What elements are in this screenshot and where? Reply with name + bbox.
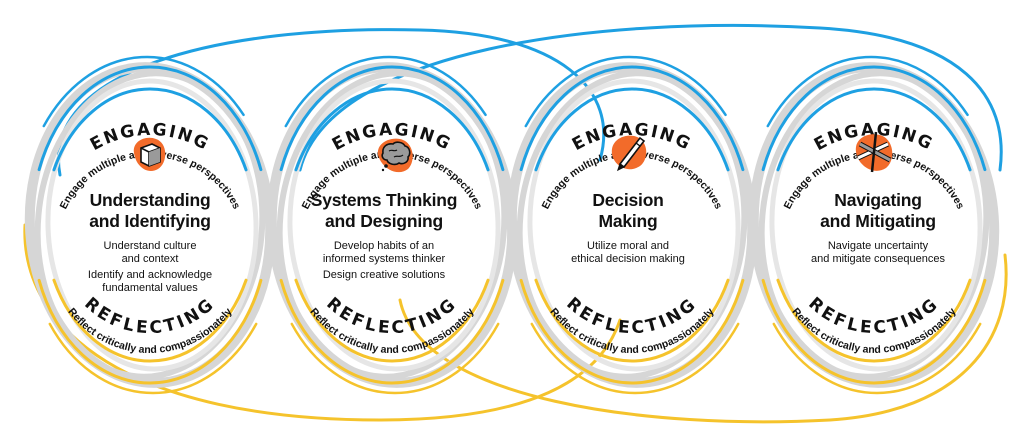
title-line: Making (598, 211, 658, 231)
module-navigating-panel: Navigating and Mitigating Navigate uncer… (778, 190, 978, 266)
ring-blue-arc (42, 55, 245, 128)
point-line: Utilize moral and (587, 240, 669, 252)
point-line: and mitigate consequences (811, 253, 945, 265)
ring-gray-stroke (34, 70, 266, 380)
point-line: informed systems thinker (322, 253, 446, 265)
point-line: Develop habits of an (333, 240, 435, 252)
pen-icon (606, 128, 652, 174)
point-line: and context (121, 253, 179, 265)
ring-yellow-arc (294, 278, 490, 363)
ring-blue-arc (534, 87, 730, 172)
ring-gray-stroke (276, 70, 508, 380)
ring-blue-arc (524, 55, 727, 128)
module-understanding-panel: Understanding and Identifying Understand… (50, 190, 250, 295)
ring-gray-stroke (758, 70, 990, 380)
point: Understand culture and context (50, 240, 250, 266)
title-line: and Identifying (89, 211, 211, 231)
point-line: Identify and acknowledge (87, 269, 213, 281)
module-title: Navigating and Mitigating (778, 190, 978, 232)
point-line: Design creative solutions (322, 269, 446, 281)
ring-yellow-arc (519, 278, 745, 385)
ring-yellow-arc (52, 278, 248, 363)
title-line: Decision (592, 190, 664, 210)
ring-gray-stroke (769, 78, 983, 372)
ring-yellow-arc (530, 322, 740, 395)
ring-yellow-arc (37, 278, 263, 385)
module-title: Decision Making (528, 190, 728, 232)
ring-blue-arc (761, 65, 987, 172)
point: Develop habits of an informed systems th… (284, 240, 484, 266)
ring-blue-arc (279, 65, 505, 172)
ring-blue-arc (284, 55, 487, 128)
title-line: Systems Thinking (310, 190, 458, 210)
module-systems-panel: Systems Thinking and Designing Develop h… (284, 190, 484, 282)
ring-blue-arc (519, 65, 745, 172)
ring-yellow-arc (776, 278, 972, 363)
module-decision-panel: Decision Making Utilize moral and ethica… (528, 190, 728, 266)
title-line: Navigating (834, 190, 922, 210)
point-line: ethical decision making (571, 253, 685, 265)
point: Identify and acknowledge fundamental val… (50, 269, 250, 295)
point: Utilize moral and ethical decision makin… (528, 240, 728, 266)
cube-icon (128, 133, 170, 175)
point-line: fundamental values (102, 282, 198, 294)
ring-yellow-arc (534, 278, 730, 363)
ring-blue-arc (37, 65, 263, 172)
ring-yellow-arc (279, 278, 505, 385)
ring-blue-arc (52, 87, 248, 172)
ring-gray-stroke (287, 78, 501, 372)
ring-yellow-arc (48, 322, 258, 395)
ring-gray-stroke (45, 78, 259, 372)
point: Design creative solutions (284, 269, 484, 282)
arrows-icon (850, 128, 898, 176)
point: Navigate uncertainty and mitigate conseq… (778, 240, 978, 266)
ring-yellow-arc (772, 322, 982, 395)
module-title: Systems Thinking and Designing (284, 190, 484, 232)
ring-yellow-arc (290, 322, 500, 395)
ring-blue-arc (776, 87, 972, 172)
brain-icon (374, 133, 418, 177)
title-line: and Designing (325, 211, 443, 231)
ring-gray-stroke (516, 70, 748, 380)
module-title: Understanding and Identifying (50, 190, 250, 232)
ring-blue-arc (294, 87, 490, 172)
point-line: Navigate uncertainty (827, 240, 929, 252)
ring-blue-arc (766, 55, 969, 128)
title-line: and Mitigating (820, 211, 936, 231)
point-line: Understand culture (103, 240, 197, 252)
title-line: Understanding (89, 190, 211, 210)
ring-gray-stroke (527, 78, 741, 372)
ring-yellow-arc (761, 278, 987, 385)
